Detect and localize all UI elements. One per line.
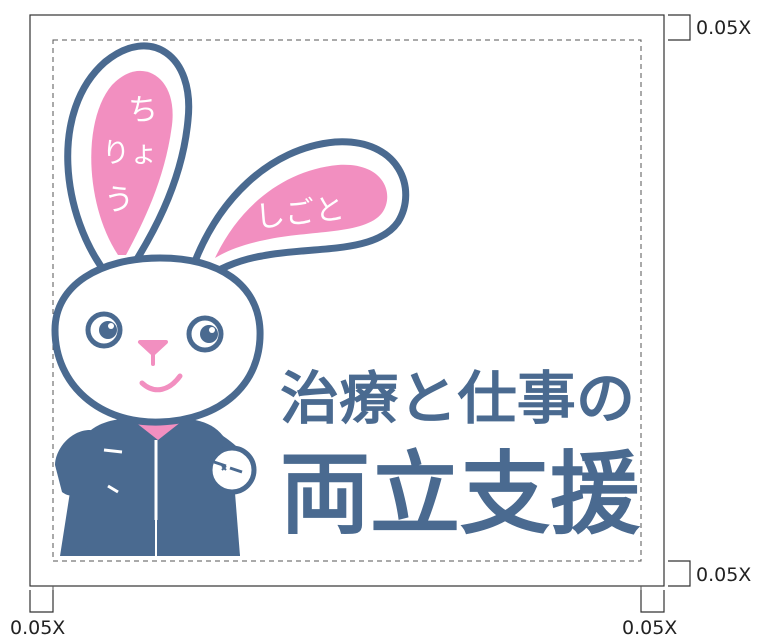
- right-margin-label: 0.05X: [622, 617, 677, 639]
- safety-margin-guide: [52, 39, 642, 562]
- rabbit-head: [51, 254, 264, 426]
- top-margin-bracket: 0.05X: [668, 14, 751, 41]
- bottom-margin-label: 0.05X: [696, 564, 751, 586]
- rabbit-mascot: ち りょ う しごと: [51, 42, 410, 556]
- left-margin-bracket: 0.05X: [10, 590, 65, 639]
- left-ear-char-3: う: [104, 183, 134, 218]
- left-ear-char-2: りょ: [102, 136, 158, 169]
- nose: [138, 340, 168, 356]
- left-ear: ち りょ う: [64, 42, 193, 282]
- title-line-2: 両立支援: [280, 442, 641, 547]
- right-margin-bracket: 0.05X: [622, 590, 677, 639]
- title-line-1: 治療と仕事の: [280, 366, 635, 432]
- bottom-margin-bracket: 0.05X: [668, 560, 751, 587]
- top-margin-label: 0.05X: [696, 17, 751, 39]
- left-ear-char-1: ち: [128, 93, 158, 128]
- smile: [139, 373, 183, 393]
- left-margin-label: 0.05X: [10, 617, 65, 639]
- outer-frame: [29, 14, 665, 587]
- rabbit-suit: [55, 418, 257, 556]
- right-ear: しごと: [186, 138, 410, 286]
